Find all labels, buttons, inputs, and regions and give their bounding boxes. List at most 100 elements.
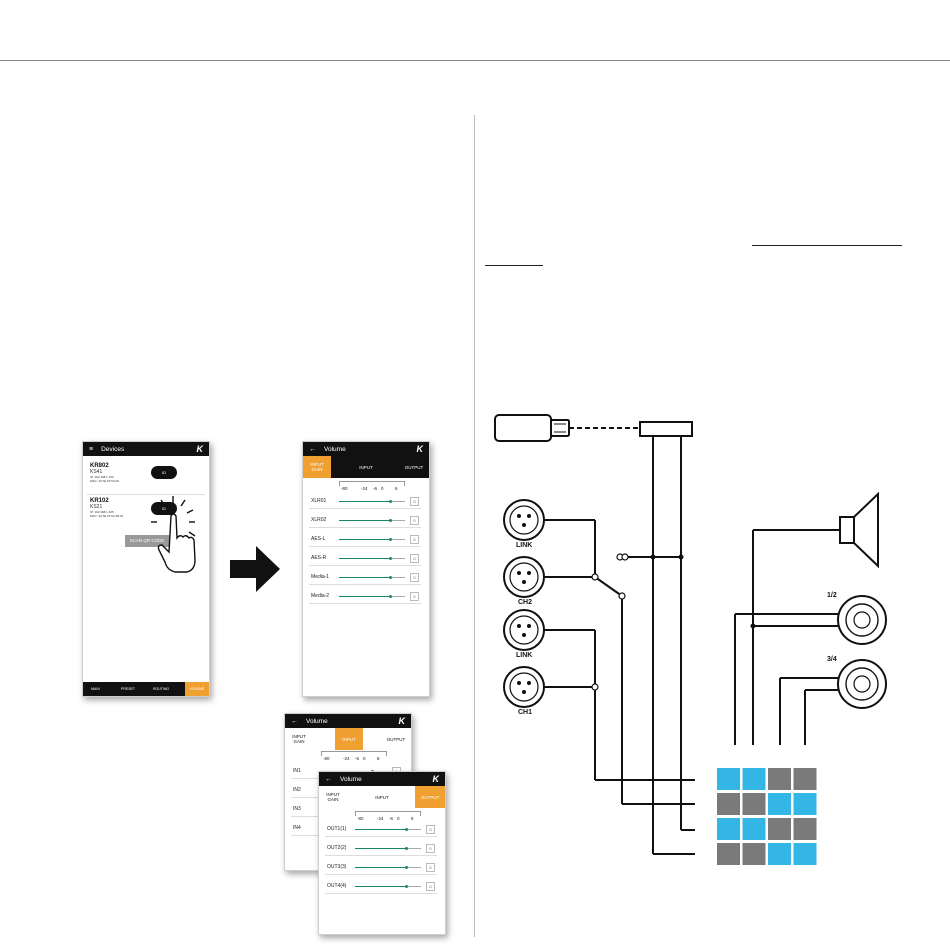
value-field[interactable]: 0 <box>410 516 419 525</box>
tab-input-gain[interactable]: INPUT GAIN <box>326 792 340 802</box>
device-name: KR102 <box>90 498 109 504</box>
tab-output[interactable]: OUTPUT <box>415 786 445 808</box>
volume-row: OUT1(1) 0 <box>325 822 437 837</box>
tab-output[interactable]: OUTPUT <box>404 464 424 470</box>
matrix-cell <box>768 793 791 815</box>
tab-input[interactable]: INPUT <box>335 728 363 750</box>
back-arrow-icon[interactable]: ← <box>309 445 316 453</box>
value-field[interactable]: 0 <box>426 844 435 853</box>
back-arrow-icon[interactable]: ← <box>291 717 298 725</box>
slider-handle[interactable] <box>404 828 408 831</box>
usb-plug-icon <box>494 414 552 442</box>
devices-screen: ≡ Devices K KR802 KS41 IP: 192.168.1.100… <box>82 441 210 697</box>
slider-handle[interactable] <box>388 557 392 560</box>
channel-label: AES-R <box>311 555 327 561</box>
value-field[interactable]: 0 <box>426 882 435 891</box>
slider-handle[interactable] <box>404 847 408 850</box>
volume-title: Volume <box>306 717 328 725</box>
tab-input-gain[interactable]: INPUT GAIN <box>292 734 306 744</box>
scale-tick-label: 6 <box>411 816 414 821</box>
device-model: KS21 <box>90 504 103 510</box>
matrix-cell <box>793 768 817 790</box>
scale-tick-label: 0 <box>397 816 400 821</box>
slider-handle[interactable] <box>388 519 392 522</box>
nav-preset[interactable]: PRESET <box>121 687 136 691</box>
matrix-cell <box>742 818 766 840</box>
matrix-cell <box>742 768 766 790</box>
back-arrow-icon[interactable]: ← <box>325 775 332 783</box>
scale-tick-label: -6 <box>373 486 378 491</box>
slider-fill <box>339 577 391 578</box>
value-field[interactable]: 0 <box>410 573 419 582</box>
nav-main[interactable]: MAIN <box>91 687 100 691</box>
label-link-top: LINK <box>516 542 532 549</box>
device-name: KR802 <box>90 463 109 469</box>
link-underline-2 <box>485 265 543 266</box>
bottom-nav: MAIN PRESET ROUTING VOLUME <box>83 682 209 696</box>
label-output-3-4: 3/4 <box>827 656 837 663</box>
matrix-cell <box>717 843 740 865</box>
scale-bracket <box>355 811 421 816</box>
channel-label: OUT1(1) <box>327 826 347 832</box>
volume-row: OUT4(4) 0 <box>325 879 437 894</box>
device-mac: MAC: 44:7E:07:6A:28:41 <box>90 514 124 518</box>
tab-input-gain[interactable]: INPUT GAIN <box>303 456 331 478</box>
tap-hand-icon <box>151 496 196 573</box>
slider-handle[interactable] <box>388 500 392 503</box>
channel-label: OUT4(4) <box>327 883 347 889</box>
scale-tick-label: -6 <box>355 756 360 761</box>
value-field[interactable]: 0 <box>410 592 419 601</box>
slider-fill <box>339 501 391 502</box>
device-item[interactable]: KR102 KS21 IP: 192.168.1.105 MAC: 44:7E:… <box>90 498 123 518</box>
link-underline-1 <box>752 245 902 246</box>
scale-tick-label: -6 <box>389 816 394 821</box>
volume-title: Volume <box>340 775 362 783</box>
value-field[interactable]: 0 <box>410 535 419 544</box>
menu-icon[interactable]: ≡ <box>89 445 94 453</box>
channel-label: OUT3(3) <box>327 864 347 870</box>
volume-tabs: INPUT GAIN INPUT OUTPUT <box>285 728 411 750</box>
scale-tick-label: -80 <box>357 816 364 821</box>
speaker-icon <box>839 491 879 569</box>
identify-button[interactable]: ID <box>151 466 177 479</box>
slider-handle[interactable] <box>404 885 408 888</box>
slider-handle[interactable] <box>388 538 392 541</box>
volume-row: OUT3(3) 0 <box>325 860 437 875</box>
label-ch2: CH2 <box>518 599 532 606</box>
slider-fill <box>339 520 391 521</box>
tab-input[interactable]: INPUT <box>359 464 373 470</box>
tab-output[interactable]: OUTPUT <box>386 736 406 742</box>
label-link-bottom: LINK <box>516 652 532 659</box>
device-ip: IP: 192.168.1.105 <box>90 510 114 514</box>
nav-volume[interactable]: VOLUME <box>185 682 209 696</box>
scan-qr-button[interactable]: SCAN QR CODE <box>125 535 169 547</box>
matrix-cell <box>717 793 740 815</box>
slider-handle[interactable] <box>388 576 392 579</box>
volume-app-bar: ← Volume K <box>319 772 445 786</box>
devices-title: Devices <box>101 445 125 453</box>
scale-tick-label: -80 <box>323 756 330 761</box>
slider-handle[interactable] <box>388 595 392 598</box>
nav-routing[interactable]: ROUTING <box>153 687 170 691</box>
channel-label: IN2 <box>293 787 301 793</box>
slider-handle[interactable] <box>404 866 408 869</box>
tab-input[interactable]: INPUT <box>375 794 389 800</box>
arrow-right-icon <box>230 546 280 592</box>
volume-title: Volume <box>324 445 346 453</box>
scale-tick-label: 0 <box>381 486 384 491</box>
slider-fill <box>355 848 407 849</box>
value-field[interactable]: 0 <box>410 497 419 506</box>
volume-row: OUT2(2)0 <box>325 841 437 856</box>
volume-app-bar: ← Volume K <box>303 442 429 456</box>
value-field[interactable]: 0 <box>426 825 435 834</box>
value-field[interactable]: 0 <box>410 554 419 563</box>
slider-fill <box>355 829 407 830</box>
top-rule <box>0 60 950 61</box>
value-field[interactable]: 0 <box>426 863 435 872</box>
matrix-cell <box>768 818 791 840</box>
device-item[interactable]: KR802 KS41 IP: 192.168.1.100 MAC: 44:7E:… <box>90 463 119 483</box>
scale-tick-label: 6 <box>377 756 380 761</box>
device-mac: MAC: 44:7E:07:6A:00 <box>90 479 120 483</box>
